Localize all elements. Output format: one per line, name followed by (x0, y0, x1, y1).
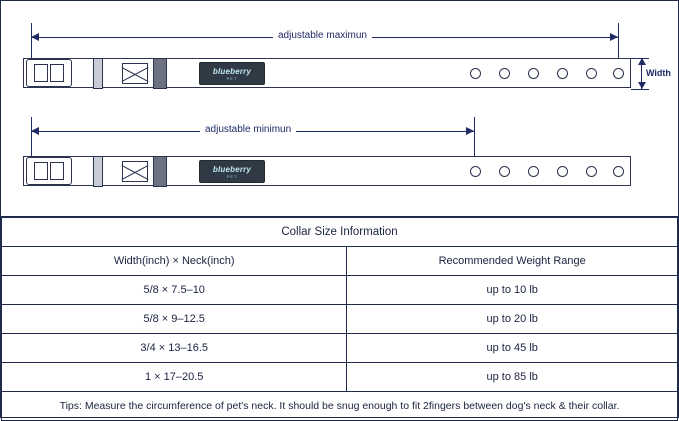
column-header-weight: Recommended Weight Range (346, 246, 678, 276)
width-label: Width (646, 68, 671, 78)
max-dim-right-tick (618, 23, 619, 67)
cell-size: 3/4 × 13–16.5 (0, 333, 348, 363)
top-collar-buckle-bar2 (50, 64, 64, 82)
collar-size-table-wrap: Collar Size Information Width(inch) × Ne… (0, 217, 678, 421)
top-collar-logo-patch: blueberry PET (199, 62, 265, 85)
bottom-collar-buckle-bar1 (34, 162, 48, 180)
width-tick-bottom (631, 89, 649, 90)
cell-weight: up to 85 lb (346, 362, 678, 392)
top-collar-hole (586, 68, 597, 79)
min-dim-arrow-left (31, 127, 39, 135)
bottom-collar-hole (470, 166, 481, 177)
top-collar-d-ring (122, 63, 148, 84)
top-collar-hole (557, 68, 568, 79)
table-header-row: Width(inch) × Neck(inch) Recommended Wei… (0, 246, 678, 276)
column-header-size: Width(inch) × Neck(inch) (0, 246, 348, 276)
min-dim-right-tick (474, 117, 475, 179)
bottom-collar-hole (499, 166, 510, 177)
bottom-collar-d-ring (122, 161, 148, 182)
cell-weight: up to 20 lb (346, 304, 678, 334)
collar-diagram: adjustable maximun blueberry PET Width (1, 1, 678, 217)
table-row: 1 × 17–20.5 up to 85 lb (0, 362, 678, 392)
top-collar-hole (499, 68, 510, 79)
top-collar-keeper (93, 58, 103, 89)
bottom-collar-slider (153, 156, 167, 187)
collar-size-table: Collar Size Information Width(inch) × Ne… (0, 217, 678, 421)
tips-text: Tips: Measure the circumference of pet's… (1, 391, 678, 421)
top-collar-strap (23, 58, 631, 88)
cell-size: 5/8 × 9–12.5 (0, 304, 348, 334)
min-dim-label: adjustable minimun (200, 124, 297, 135)
brand-text: blueberry (212, 66, 252, 76)
table-row: 5/8 × 9–12.5 up to 20 lb (0, 304, 678, 334)
bottom-collar-hole (528, 166, 539, 177)
cell-weight: up to 10 lb (346, 275, 678, 305)
bottom-collar-logo-patch: blueberry PET (199, 160, 265, 183)
width-arrow-down (638, 82, 646, 89)
max-dim-arrow-right (610, 33, 618, 41)
bottom-collar-hole (586, 166, 597, 177)
top-collar-slider (153, 58, 167, 89)
bottom-collar-buckle-bar2 (50, 162, 64, 180)
bottom-collar-hole (613, 166, 624, 177)
table-row: 5/8 × 7.5–10 up to 10 lb (0, 275, 678, 305)
cell-size: 1 × 17–20.5 (0, 362, 348, 392)
brand-subtext: PET (226, 75, 238, 81)
brand-subtext: PET (226, 173, 238, 179)
top-collar-hole (528, 68, 539, 79)
min-dim-left-tick (31, 117, 32, 165)
max-dim-label: adjustable maximun (273, 30, 372, 41)
max-dim-left-tick (31, 23, 32, 67)
brand-text: blueberry (212, 164, 252, 174)
table-tips-row: Tips: Measure the circumference of pet's… (1, 391, 678, 421)
top-collar-hole (613, 68, 624, 79)
max-dim-arrow-left (31, 33, 39, 41)
top-collar-buckle (26, 59, 72, 87)
width-dim-line (641, 58, 642, 89)
table-row: 3/4 × 13–16.5 up to 45 lb (0, 333, 678, 363)
bottom-collar-keeper (93, 156, 103, 187)
cell-size: 5/8 × 7.5–10 (0, 275, 348, 305)
bottom-collar-buckle (26, 157, 72, 185)
top-collar-buckle-bar1 (34, 64, 48, 82)
section-title: Collar Size Information (1, 217, 678, 247)
width-arrow-up (638, 58, 646, 65)
top-collar-hole (470, 68, 481, 79)
table-section-title-row: Collar Size Information (1, 217, 678, 247)
cell-weight: up to 45 lb (346, 333, 678, 363)
bottom-collar-strap (23, 156, 631, 186)
min-dim-arrow-right (466, 127, 474, 135)
bottom-collar-hole (557, 166, 568, 177)
